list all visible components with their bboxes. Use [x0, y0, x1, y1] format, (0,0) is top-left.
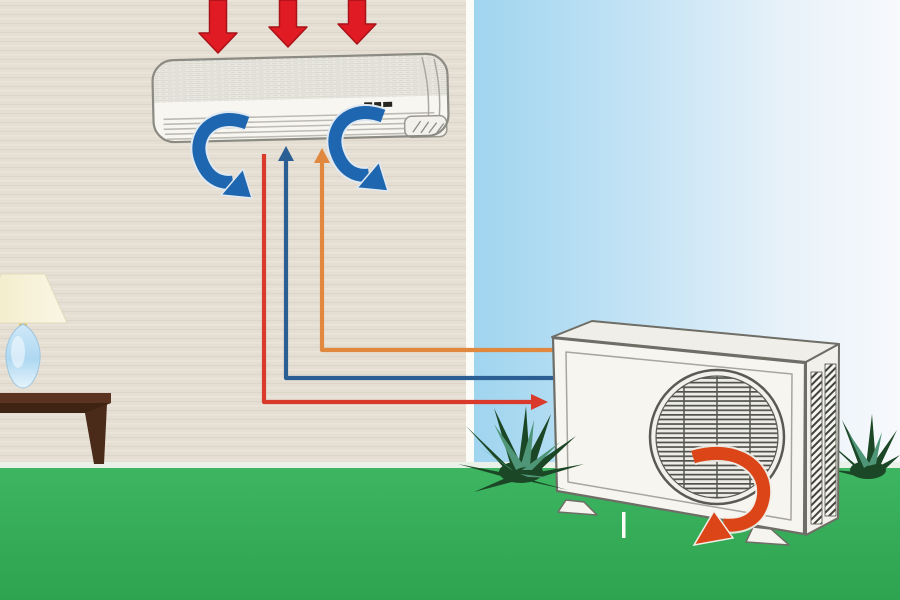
refrigerant-line-blue-arrowhead-icon — [278, 146, 294, 161]
fan-grille-dividers — [683, 376, 751, 498]
refrigerant-lines — [261, 146, 562, 410]
refrigerant-line-orange-arrowhead-icon — [314, 148, 330, 163]
cool-air-output-arrows — [190, 104, 390, 199]
refrigerant-line-blue — [283, 158, 562, 381]
side-table — [0, 393, 111, 464]
warm-air-intake-arrows — [198, 0, 377, 54]
plant-right-light-leaves — [848, 432, 882, 468]
grass-edge-strip — [0, 462, 900, 469]
lamp-shade — [0, 273, 68, 324]
cool-air-arrow-left-icon — [190, 111, 254, 199]
wall-edge-divider — [466, 0, 474, 463]
warm-air-arrow-icon — [268, 0, 308, 48]
refrigerant-line-orange — [319, 161, 562, 353]
indoor-unit-side-vent-slats — [412, 120, 445, 134]
table-apron — [0, 403, 111, 413]
lamp-base-highlight — [11, 336, 25, 368]
outdoor-unit-foot — [745, 526, 790, 546]
outdoor-unit — [551, 320, 840, 546]
exhaust-swirl-arrow-icon — [690, 444, 773, 547]
plant-left — [458, 406, 584, 492]
warm-air-arrow-icon — [337, 0, 377, 45]
outdoor-unit-foot — [557, 499, 598, 516]
warm-air-arrow-icon — [198, 0, 238, 54]
indoor-unit-louvers — [163, 111, 437, 141]
indoor-unit-outline — [151, 52, 450, 144]
table-top — [0, 393, 111, 403]
plant-left-light-leaves — [478, 420, 560, 478]
outdoor-unit-front-panel-line — [565, 351, 793, 521]
refrigerant-line-red — [261, 154, 534, 405]
refrigerant-line-red-arrowhead-icon — [531, 394, 548, 410]
drain-stub — [622, 512, 626, 538]
cool-air-arrow-right-icon — [326, 104, 390, 192]
outdoor-unit-side-vent — [810, 371, 823, 525]
table-leg — [85, 404, 107, 464]
table-lamp — [0, 273, 68, 389]
outdoor-unit-side-vent — [824, 363, 837, 517]
